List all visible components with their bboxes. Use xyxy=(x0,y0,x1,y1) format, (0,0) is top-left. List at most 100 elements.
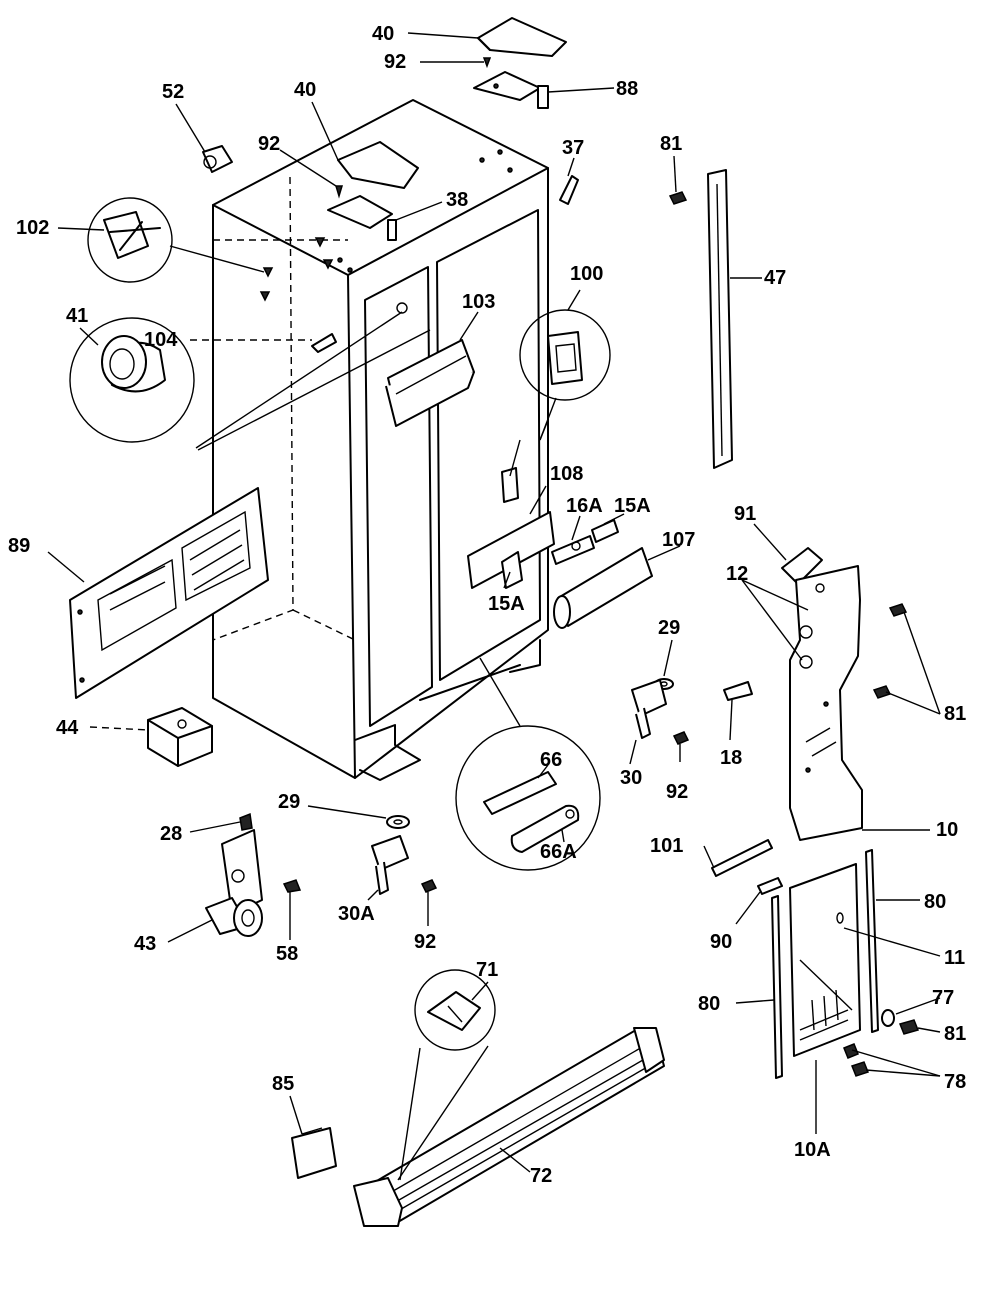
label-90: 90 xyxy=(710,931,732,953)
label-16A: 16A xyxy=(566,495,603,517)
label-72: 72 xyxy=(530,1165,552,1187)
label-108: 108 xyxy=(550,463,583,485)
control-panel-89 xyxy=(69,487,269,699)
screw-92-top xyxy=(482,57,492,69)
label-103: 103 xyxy=(462,291,495,313)
plate-10A xyxy=(789,863,861,1057)
label-85: 85 xyxy=(272,1073,294,1095)
washer-77 xyxy=(881,1009,895,1027)
hinge-30 xyxy=(631,679,667,739)
label-89: 89 xyxy=(8,535,30,557)
label-80-right: 80 xyxy=(924,891,946,913)
label-100: 100 xyxy=(570,263,603,285)
label-81-right: 81 xyxy=(944,703,966,725)
label-52: 52 xyxy=(162,81,184,103)
part-labels: 40 92 88 52 40 92 38 37 81 47 102 100 10… xyxy=(8,23,966,1187)
bracket-10 xyxy=(789,565,863,841)
label-30: 30 xyxy=(620,767,642,789)
hinge-30A xyxy=(371,835,409,895)
label-78: 78 xyxy=(944,1071,966,1093)
label-80-left: 80 xyxy=(698,993,720,1015)
label-28: 28 xyxy=(160,823,182,845)
hinge-cover-upper xyxy=(337,141,419,189)
label-41: 41 xyxy=(66,305,88,327)
detail-circle-66 xyxy=(455,725,601,871)
light-shield-107 xyxy=(553,547,653,629)
label-88: 88 xyxy=(616,78,638,100)
trim-80-right xyxy=(865,849,879,1033)
clip-102 xyxy=(259,237,334,302)
top-hinge xyxy=(473,71,549,109)
label-12: 12 xyxy=(726,563,748,585)
label-58: 58 xyxy=(276,943,298,965)
bracket-85 xyxy=(291,1127,337,1179)
detail-circle-102 xyxy=(87,197,173,283)
rail-47 xyxy=(707,169,733,469)
screw-81-right xyxy=(872,603,908,699)
screw-81-top xyxy=(668,191,688,205)
label-92-bottom: 92 xyxy=(414,931,436,953)
hinge-upper xyxy=(327,195,397,241)
detail-circle-41 xyxy=(69,317,195,443)
label-37: 37 xyxy=(562,137,584,159)
label-29-right: 29 xyxy=(658,617,680,639)
label-18: 18 xyxy=(720,747,742,769)
screw-90 xyxy=(757,877,783,895)
screw-78 xyxy=(843,1043,869,1077)
label-43: 43 xyxy=(134,933,156,955)
screw-92-upper xyxy=(334,185,344,199)
label-92-upper: 92 xyxy=(258,133,280,155)
detail-circle-71 xyxy=(414,969,496,1051)
label-40-upper: 40 xyxy=(294,79,316,101)
plug-52 xyxy=(202,145,233,173)
roller-43 xyxy=(205,829,263,937)
detail-circle-100 xyxy=(519,309,611,401)
label-38: 38 xyxy=(446,189,468,211)
screw-58 xyxy=(282,879,302,893)
lamp-16A xyxy=(551,535,595,565)
clip-18 xyxy=(723,681,753,701)
label-47: 47 xyxy=(764,267,786,289)
label-101: 101 xyxy=(650,835,683,857)
screw-92-right xyxy=(672,731,690,745)
label-11: 11 xyxy=(944,947,965,969)
label-44: 44 xyxy=(56,717,79,739)
leveling-bracket-44 xyxy=(147,707,213,767)
label-30A: 30A xyxy=(338,903,375,925)
trim-80-left xyxy=(771,895,783,1079)
bracket-108 xyxy=(467,511,555,589)
handle-103 xyxy=(385,339,475,427)
screw-37 xyxy=(559,175,579,205)
screw-28 xyxy=(239,812,253,831)
label-81-top: 81 xyxy=(660,133,682,155)
label-102: 102 xyxy=(16,217,49,239)
latch-91 xyxy=(781,547,823,585)
label-29-left: 29 xyxy=(278,791,300,813)
label-15A-left: 15A xyxy=(488,593,525,615)
label-66A: 66A xyxy=(540,841,577,863)
switch-100 xyxy=(501,467,519,503)
label-81-lower: 81 xyxy=(944,1023,966,1045)
label-10A: 10A xyxy=(794,1139,831,1161)
toe-grille-72 xyxy=(353,1027,665,1227)
label-15A-right: 15A xyxy=(614,495,651,517)
label-107: 107 xyxy=(662,529,695,551)
label-77: 77 xyxy=(932,987,954,1009)
label-40-top: 40 xyxy=(372,23,394,45)
screw-92-bottom xyxy=(420,879,438,893)
hinge-cover-top xyxy=(477,17,567,57)
label-10: 10 xyxy=(936,819,958,841)
strip-101 xyxy=(711,839,773,877)
label-92-top: 92 xyxy=(384,51,406,73)
washer-29b xyxy=(386,815,410,829)
cabinet-body xyxy=(212,99,549,781)
mount-screw-103 xyxy=(396,302,408,314)
label-66: 66 xyxy=(540,749,562,771)
leader-lines xyxy=(47,32,941,1181)
screw-81-lower xyxy=(898,1019,920,1035)
label-71: 71 xyxy=(476,959,498,981)
label-92-right: 92 xyxy=(666,781,688,803)
label-91: 91 xyxy=(734,503,756,525)
screw-104 xyxy=(311,333,337,353)
